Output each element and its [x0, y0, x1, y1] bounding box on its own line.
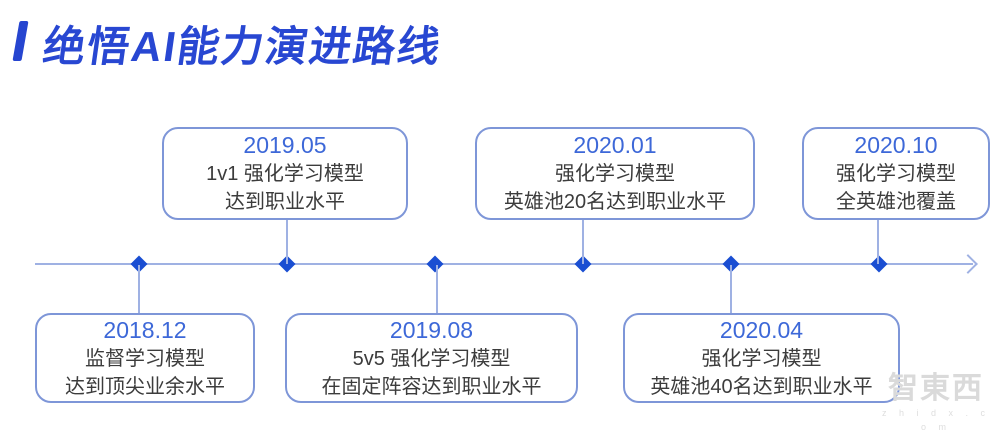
event-date: 2020.01 [573, 132, 657, 158]
event-text-line1: 强化学习模型 [836, 163, 956, 185]
watermark: 智東西 z h i d x . c o m [876, 372, 996, 434]
timeline-marker-2020-10 [870, 255, 888, 273]
event-card-2018-12: 2018.12 监督学习模型 达到顶尖业余水平 [35, 313, 255, 403]
event-date: 2020.10 [854, 132, 938, 158]
connector-2020-04 [730, 265, 732, 314]
event-card-2019-05: 2019.05 1v1 强化学习模型 达到职业水平 [162, 127, 408, 220]
connector-2018-12 [138, 265, 140, 314]
event-card-2020-01: 2020.01 强化学习模型 英雄池20名达到职业水平 [475, 127, 755, 220]
title-accent-bar [12, 21, 29, 61]
event-date: 2018.12 [103, 316, 187, 343]
watermark-logo: 智東西 [888, 372, 984, 405]
event-text-line2: 全英雄池覆盖 [836, 191, 956, 213]
event-text-line1: 5v5 强化学习模型 [352, 347, 511, 370]
event-text-line1: 监督学习模型 [85, 347, 205, 370]
timeline-axis [35, 263, 973, 265]
event-text-line2: 在固定阵容达到职业水平 [321, 375, 542, 398]
event-text-line1: 强化学习模型 [701, 347, 822, 370]
event-text-line2: 达到顶尖业余水平 [65, 375, 225, 398]
event-card-2020-10: 2020.10 强化学习模型 全英雄池覆盖 [802, 127, 990, 220]
event-text-line2: 达到职业水平 [225, 191, 345, 213]
watermark-domain: z h i d x . c o m [881, 408, 990, 432]
event-text-line1: 强化学习模型 [555, 163, 675, 185]
connector-2020-10 [877, 219, 879, 264]
event-date: 2019.05 [243, 132, 327, 158]
event-card-2019-08: 2019.08 5v5 强化学习模型 在固定阵容达到职业水平 [285, 313, 578, 403]
connector-2019-08 [436, 265, 438, 314]
event-card-2020-04: 2020.04 强化学习模型 英雄池40名达到职业水平 [623, 313, 900, 403]
connector-2020-01 [582, 219, 584, 264]
event-text-line2: 英雄池40名达到职业水平 [650, 375, 873, 398]
event-text-line1: 1v1 强化学习模型 [206, 163, 364, 185]
event-date: 2019.08 [389, 316, 474, 343]
connector-2019-05 [286, 219, 288, 264]
event-text-line2: 英雄池20名达到职业水平 [503, 191, 727, 213]
page-title: 绝悟AI能力演进路线 [40, 23, 445, 70]
timeline-marker-2019-08 [426, 255, 444, 273]
timeline-arrow-icon [958, 254, 978, 274]
event-date: 2020.04 [719, 316, 804, 343]
